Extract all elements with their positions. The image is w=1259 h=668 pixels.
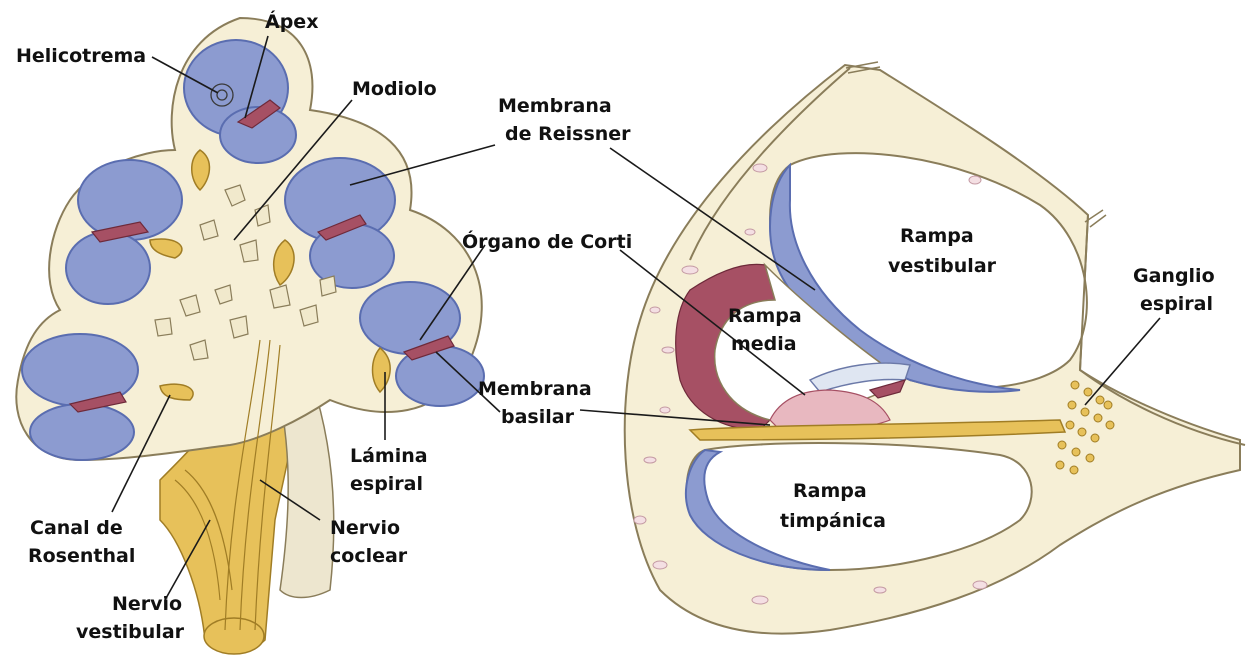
label-rampa-media-1: Rampa — [728, 305, 802, 327]
label-nervio-vestibular-1: Nervio — [112, 593, 182, 615]
label-lamina-espiral-2: espiral — [350, 473, 423, 495]
label-membrana-basilar-2: basilar — [501, 406, 575, 428]
label-nervio-vestibular-2: vestibular — [76, 621, 185, 643]
label-membrana-reissner-2: de Reissner — [505, 123, 631, 145]
label-modiolo: Modiolo — [352, 78, 437, 100]
label-organo-corti: Órgano de Corti — [462, 229, 632, 253]
label-ganglio-espiral-1: Ganglio — [1133, 265, 1215, 287]
label-rampa-vestibular-2: vestibular — [888, 255, 997, 277]
label-rampa-timpanica-1: Rampa — [793, 480, 867, 502]
label-membrana-reissner-1: Membrana — [498, 95, 612, 117]
label-membrana-basilar-1: Membrana — [478, 378, 592, 400]
label-helicotrema: Helicotrema — [16, 45, 146, 67]
duct-section — [625, 62, 1245, 634]
label-rampa-media-2: media — [731, 333, 797, 355]
label-nervio-coclear-1: Nervio — [330, 517, 400, 539]
label-rampa-timpanica-2: timpánica — [780, 510, 886, 532]
label-apex: Ápex — [265, 10, 318, 33]
label-canal-rosenthal-1: Canal de — [30, 517, 123, 539]
label-canal-rosenthal-2: Rosenthal — [28, 545, 135, 567]
label-ganglio-espiral-2: espiral — [1140, 293, 1213, 315]
label-nervio-coclear-2: coclear — [330, 545, 408, 567]
label-rampa-vestibular-1: Rampa — [900, 225, 974, 247]
label-lamina-espiral-1: Lámina — [350, 445, 428, 467]
